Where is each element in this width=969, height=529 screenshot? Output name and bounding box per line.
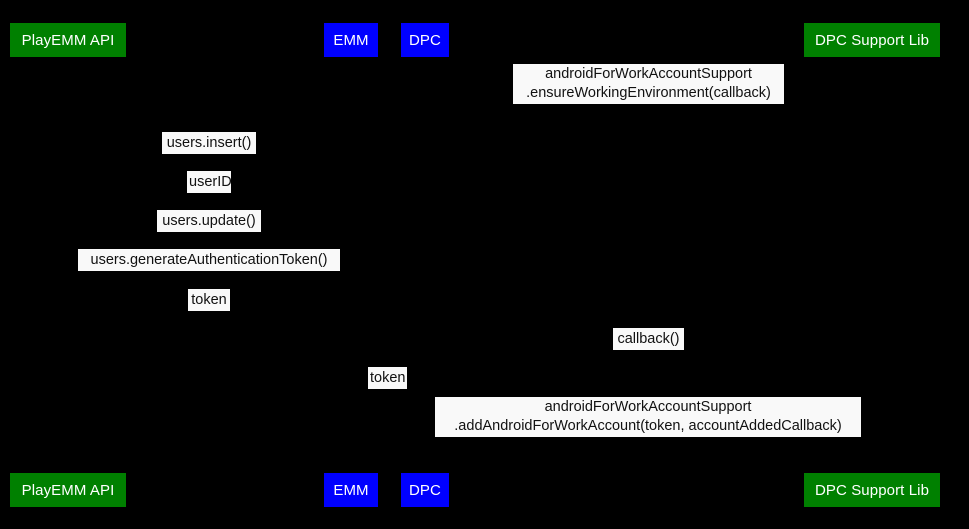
participant-bottom-dpc-support-lib[interactable]: DPC Support Lib [804, 473, 940, 507]
lifeline-dpc [425, 57, 426, 473]
message-label-callback: callback() [613, 328, 684, 350]
participant-top-emm[interactable]: EMM [324, 23, 378, 57]
participant-label: PlayEMM API [21, 481, 115, 499]
participant-label: PlayEMM API [21, 31, 115, 49]
participant-label: EMM [333, 31, 369, 49]
message-label-line: users.generateAuthenticationToken() [90, 252, 328, 268]
participant-label: DPC Support Lib [814, 481, 930, 499]
message-label-line: androidForWorkAccountSupport [545, 66, 752, 82]
participant-label: EMM [333, 481, 369, 499]
message-label-users-update: users.update() [157, 210, 261, 232]
message-label-line: userID [189, 174, 232, 190]
participant-label: DPC [409, 481, 441, 499]
participant-bottom-playemm-api[interactable]: PlayEMM API [10, 473, 126, 507]
message-label-line: .ensureWorkingEnvironment(callback) [526, 85, 771, 101]
message-label-ensure-working-environment: androidForWorkAccountSupport .ensureWorki… [513, 64, 784, 104]
participant-bottom-emm[interactable]: EMM [324, 473, 378, 507]
message-label-users-generate-authentication-token: users.generateAuthenticationToken() [78, 249, 340, 271]
lifeline-dpc-support-lib [872, 57, 873, 473]
participant-top-playemm-api[interactable]: PlayEMM API [10, 23, 126, 57]
participant-label: DPC Support Lib [814, 31, 930, 49]
message-label-line: token [191, 292, 227, 308]
participant-top-dpc[interactable]: DPC [401, 23, 449, 57]
message-label-line: users.insert() [166, 135, 252, 151]
message-label-line: androidForWorkAccountSupport [544, 399, 752, 415]
participant-bottom-dpc[interactable]: DPC [401, 473, 449, 507]
message-label-token-to-dpc: token [368, 367, 407, 389]
message-label-line: token [370, 370, 406, 386]
message-label-users-insert: users.insert() [162, 132, 256, 154]
message-label-line: .addAndroidForWorkAccount(token, account… [454, 418, 842, 434]
participant-label: DPC [409, 31, 441, 49]
message-label-token-to-emm: token [188, 289, 230, 311]
message-label-user-id: userID [187, 171, 232, 193]
participant-top-dpc-support-lib[interactable]: DPC Support Lib [804, 23, 940, 57]
lifeline-emm [351, 57, 352, 473]
message-label-line: callback() [617, 331, 680, 347]
message-label-add-android-for-work-account: androidForWorkAccountSupport .addAndroidF… [435, 397, 861, 437]
lifeline-playemm-api [68, 57, 69, 473]
message-label-line: users.update() [162, 213, 256, 229]
